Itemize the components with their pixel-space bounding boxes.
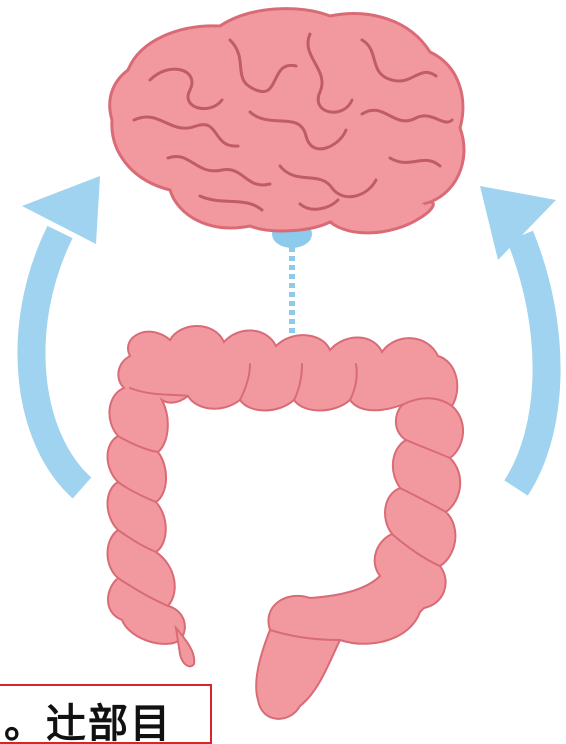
arrow-up-right-icon [480, 186, 556, 488]
large-intestine-icon [108, 326, 464, 719]
caption-text: 。辻部目 [4, 704, 172, 744]
caption-box: 。辻部目 [0, 684, 212, 744]
arrow-up-left-icon [22, 176, 100, 488]
gut-brain-axis-illustration [0, 0, 566, 729]
brain-icon [110, 9, 464, 233]
